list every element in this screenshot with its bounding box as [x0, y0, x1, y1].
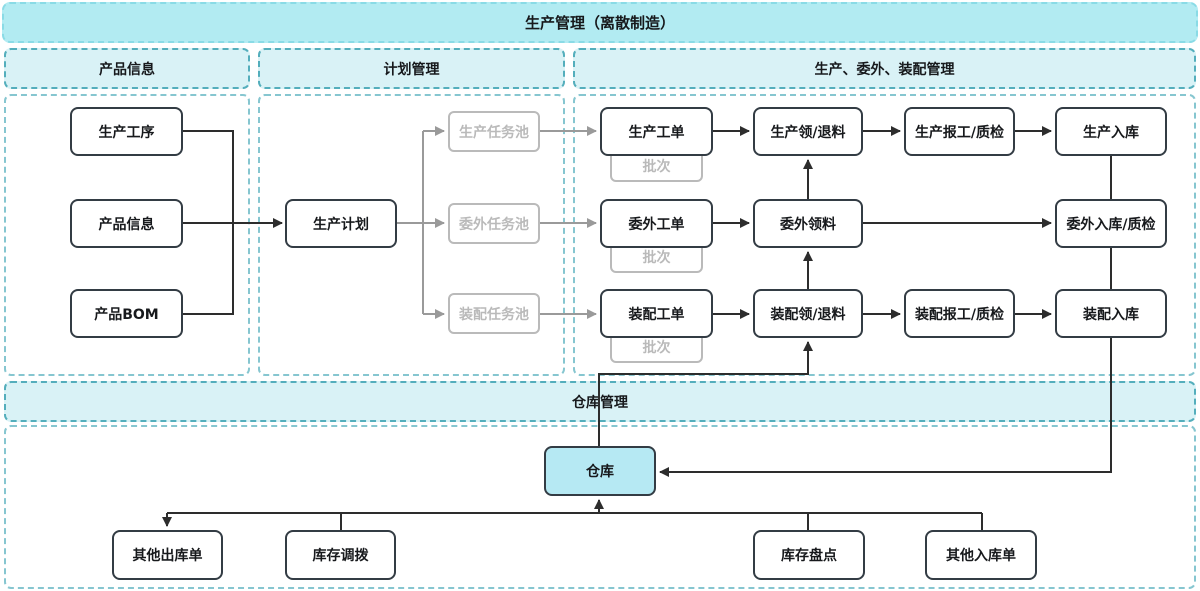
node-production-task-pool: 生产任务池 — [448, 111, 540, 152]
edge — [659, 338, 1112, 477]
node-stock-transfer: 库存调拨 — [285, 530, 396, 580]
node-outsource-issue: 委外领料 — [753, 199, 863, 248]
node-production-inbound: 生产入库 — [1055, 107, 1167, 156]
banner-label: 生产管理（离散制造） — [524, 14, 675, 32]
node-product-bom: 产品BOM — [70, 289, 183, 338]
node-label: 装配任务池 — [459, 306, 529, 323]
node-label: 库存盘点 — [781, 548, 837, 564]
node-outsource-order: 委外工单 — [600, 199, 713, 248]
section-header-label: 生产、委外、装配管理 — [814, 61, 955, 78]
node-label: 库存调拨 — [312, 548, 369, 564]
node-label: 委外任务池 — [459, 216, 529, 233]
node-other-inbound-order: 其他入库单 — [925, 530, 1037, 580]
node-assembly-inbound: 装配入库 — [1055, 289, 1167, 338]
node-label: 生产报工/质检 — [914, 124, 1005, 141]
node-assembly-order: 装配工单 — [600, 289, 713, 338]
node-label: 生产领/退料 — [770, 124, 846, 141]
node-assembly-report-qc: 装配报工/质检 — [904, 289, 1015, 338]
section-header-product-info: 产品信息 — [4, 48, 250, 89]
node-label: 仓库 — [586, 464, 614, 480]
node-label: 批次 — [642, 159, 671, 175]
node-label: 产品信息 — [98, 216, 155, 233]
node-assembly-task-pool: 装配任务池 — [448, 293, 540, 334]
banner-production-management: 生产管理（离散制造） — [2, 2, 1198, 43]
node-label: 装配领/退料 — [770, 306, 846, 323]
node-label: 装配工单 — [628, 306, 685, 323]
node-other-outbound-order: 其他出库单 — [112, 530, 223, 580]
node-production-process: 生产工序 — [70, 107, 183, 156]
section-header-production-outsource-assembly: 生产、委外、装配管理 — [573, 48, 1196, 89]
node-label: 委外入库/质检 — [1066, 216, 1156, 233]
node-label: 装配入库 — [1083, 306, 1139, 323]
node-production-order: 生产工单 — [600, 107, 713, 156]
node-label: 批次 — [642, 340, 671, 356]
node-product-info: 产品信息 — [70, 199, 183, 248]
node-outsource-inbound-qc: 委外入库/质检 — [1055, 199, 1167, 248]
node-label: 生产工序 — [98, 124, 155, 141]
node-production-issue-return: 生产领/退料 — [753, 107, 863, 156]
node-stock-count: 库存盘点 — [753, 530, 865, 580]
section-header-plan-management: 计划管理 — [258, 48, 565, 89]
node-outsource-task-pool: 委外任务池 — [448, 203, 540, 244]
node-label: 生产入库 — [1083, 124, 1139, 141]
node-label: 委外领料 — [780, 216, 836, 233]
node-warehouse: 仓库 — [544, 446, 656, 496]
edge — [598, 341, 813, 446]
node-label: 生产任务池 — [459, 124, 529, 141]
node-production-plan: 生产计划 — [285, 199, 397, 248]
node-label: 产品BOM — [94, 306, 159, 323]
section-header-label: 计划管理 — [383, 61, 440, 78]
node-label: 生产工单 — [628, 124, 685, 141]
node-assembly-issue-return: 装配领/退料 — [753, 289, 863, 338]
node-label: 其他入库单 — [946, 548, 1016, 564]
node-production-report-qc: 生产报工/质检 — [904, 107, 1015, 156]
node-label: 生产计划 — [313, 216, 369, 233]
node-label: 装配报工/质检 — [914, 306, 1005, 323]
section-header-label: 产品信息 — [99, 61, 155, 78]
node-label: 批次 — [642, 250, 671, 266]
node-label: 委外工单 — [628, 216, 685, 233]
node-label: 其他出库单 — [132, 548, 203, 564]
